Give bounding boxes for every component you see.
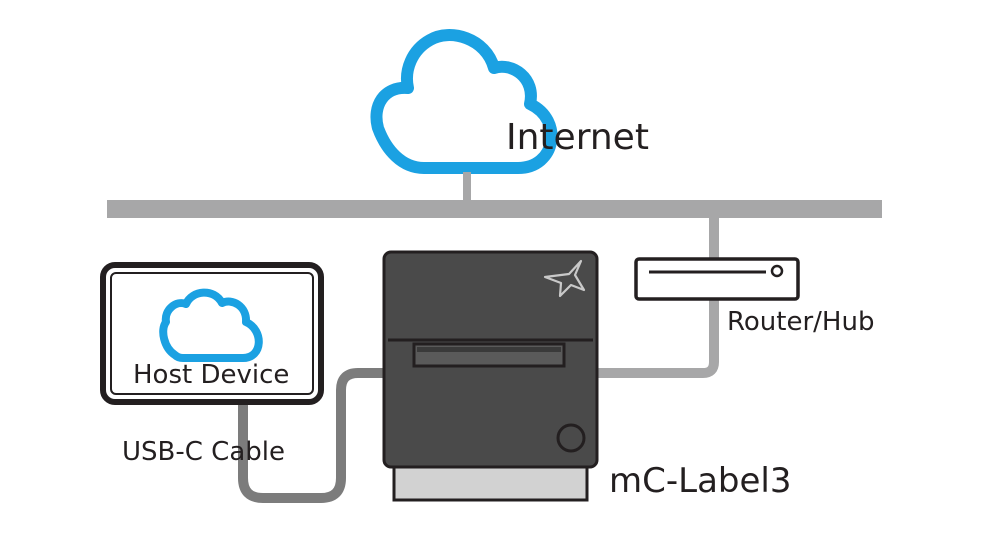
lan-cable-line [592,295,719,378]
network-backbone-line [107,200,882,218]
printer-icon [382,250,599,502]
internet-label: Internet [506,117,649,158]
printer-model-label: mC-Label3 [609,461,792,501]
host-device-label: Host Device [133,360,290,390]
usb-c-cable-label: USB-C Cable [122,437,285,467]
router-label: Router/Hub [727,307,875,337]
router-icon [634,257,800,301]
host-device-icon [100,262,324,405]
usb-c-cable-line [238,368,391,503]
star-logo-icon [543,259,586,298]
printer-feed-button [556,423,586,453]
internet-cloud-icon [370,29,558,174]
printer-paper-tray [392,465,589,502]
host-cloud-icon [159,288,263,362]
